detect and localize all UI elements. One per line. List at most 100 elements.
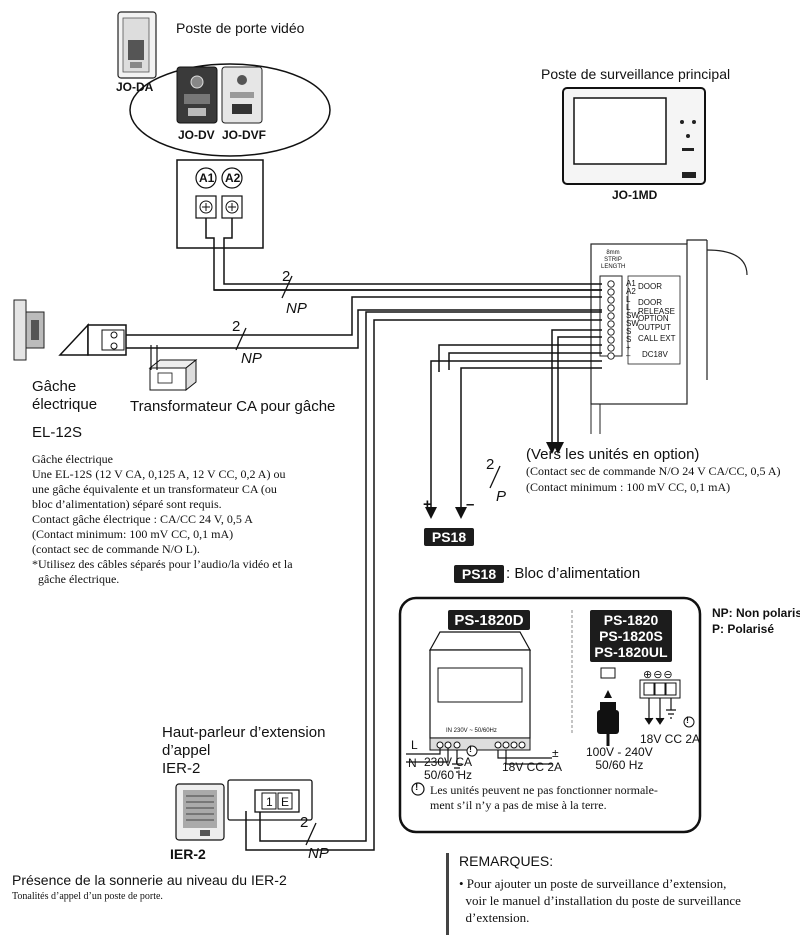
model-jo-dvf: JO-DVF bbox=[222, 128, 267, 142]
jo-da-device bbox=[117, 11, 157, 79]
speaker-title-3: IER-2 bbox=[162, 760, 201, 777]
ps-1820-ac: 100V - 240V 50/60 Hz bbox=[586, 745, 653, 772]
ringtone-title: Présence de la sonnerie au niveau du IER… bbox=[12, 872, 287, 888]
strike-note-line: gâche électrique. bbox=[32, 572, 120, 586]
model-jo-dv: JO-DV bbox=[178, 128, 215, 142]
term-row: SW bbox=[626, 319, 639, 328]
ringtone-subtitle: Tonalités d’appel d’un poste de porte. bbox=[12, 891, 163, 902]
strike-note-line: une gâche équivalente et un transformate… bbox=[32, 482, 277, 496]
strike-note-line: bloc d’alimentation) séparé sont requis. bbox=[32, 497, 222, 511]
transformer-label: Transformateur CA pour gâche bbox=[130, 398, 336, 415]
ps18-legend-badge: PS18 bbox=[454, 565, 504, 583]
term-row: SW bbox=[626, 311, 639, 320]
terminal-block-a1-a2 bbox=[176, 159, 264, 249]
ps-1820-titles: PS-1820 PS-1820S PS-1820UL bbox=[590, 610, 672, 662]
terminal-screw bbox=[607, 280, 615, 288]
ps-1820-title: PS-1820 bbox=[603, 612, 659, 628]
speaker-model: IER-2 bbox=[170, 846, 206, 862]
term-row: A2 bbox=[626, 287, 636, 296]
ground-note: Les unités peuvent ne pas fonctionner no… bbox=[430, 783, 658, 812]
warning-symbol-2: ! bbox=[469, 744, 472, 754]
monitor-model: JO-1MD bbox=[612, 188, 658, 202]
ier2-terminal-box bbox=[227, 779, 313, 821]
jo-1md-monitor bbox=[562, 87, 706, 185]
speaker-terminal-1: 1 bbox=[266, 795, 273, 809]
option-line1: (Contact sec de commande N/O 24 V CA/CC,… bbox=[526, 464, 781, 478]
model-jo-da: JO-DA bbox=[116, 80, 154, 94]
ier2-device bbox=[175, 783, 225, 841]
wire-count-option: 2 bbox=[486, 456, 495, 473]
ac-transformer bbox=[148, 358, 198, 392]
ps-1820-dc: 18V CC 2A bbox=[640, 732, 701, 746]
wire-type-strike: NP bbox=[241, 350, 262, 367]
terminal-screw bbox=[607, 352, 615, 360]
strike-note-line: Une EL-12S (12 V CA, 0,125 A, 12 V CC, 0… bbox=[32, 467, 286, 481]
ps-1820d-unit bbox=[428, 631, 532, 751]
term-row: – bbox=[626, 351, 631, 360]
strike-note-line: Contact gâche électrique : CA/CC 24 V, 0… bbox=[32, 512, 253, 526]
wire-count-strike: 2 bbox=[232, 318, 241, 335]
strike-note-line: (Contact minimum: 100 mV CC, 0,1 mA) bbox=[32, 527, 234, 541]
wire-ps18-minus bbox=[455, 367, 602, 519]
wire-strike-1 bbox=[126, 296, 602, 336]
speaker-title-2: d’appel bbox=[162, 742, 211, 759]
option-line2: (Contact minimum : 100 mV CC, 0,1 mA) bbox=[526, 480, 731, 494]
wire-ier2-2 bbox=[245, 319, 602, 851]
terminal-label-a1: A1 bbox=[199, 171, 215, 185]
ps18-minus: – bbox=[466, 496, 475, 513]
ps18-plus: + bbox=[423, 496, 432, 513]
terminal-screw bbox=[607, 312, 615, 320]
ps-1820s-title: PS-1820S bbox=[599, 628, 663, 644]
strike-label-1: Gâche bbox=[32, 378, 77, 395]
fn-dc18v: DC18V bbox=[642, 350, 668, 359]
remarks-title: REMARQUES: bbox=[459, 853, 554, 869]
option-title: (Vers les unités en option) bbox=[526, 446, 700, 463]
warning-symbol-3: ! bbox=[686, 715, 689, 725]
terminal-screw bbox=[607, 304, 615, 312]
monitor-terminal-screws bbox=[607, 280, 615, 360]
term-row: A1 bbox=[626, 279, 636, 288]
terminal-screw bbox=[607, 344, 615, 352]
wire-door-inner bbox=[223, 218, 602, 285]
fn-option-output: OPTION OUTPUT bbox=[638, 314, 671, 332]
wire-door-outer bbox=[205, 218, 602, 291]
jo-dvf-device bbox=[221, 66, 263, 124]
terminal-label-a2: A2 bbox=[225, 171, 241, 185]
wire-ps18-plus bbox=[425, 360, 602, 519]
strike-label-2: électrique bbox=[32, 396, 98, 413]
legend-p: P: Polarisé bbox=[712, 622, 775, 636]
fn-door-release: DOOR RELEASE bbox=[638, 298, 675, 316]
door-station-title: Poste de porte vidéo bbox=[176, 20, 305, 36]
ps-1820d-input-label: IN 230V ~ 50/60Hz bbox=[446, 728, 497, 734]
monitor-title: Poste de surveillance principal bbox=[541, 66, 731, 82]
warning-symbol: ! bbox=[415, 782, 419, 793]
strip-length-label: 8mm STRIP LENGTH bbox=[601, 250, 626, 270]
ps-1820d-l: L bbox=[411, 738, 418, 752]
wire-type-option: P bbox=[496, 488, 507, 505]
ps18-badge: PS18 bbox=[424, 528, 474, 546]
wire-type-door: NP bbox=[286, 300, 307, 317]
terminal-screw bbox=[607, 320, 615, 328]
jo-dv-device bbox=[176, 66, 218, 124]
speaker-terminal-e: E bbox=[281, 795, 290, 809]
terminal-screw bbox=[607, 296, 615, 304]
ps-1820d-ac: 230V CA 50/60 Hz bbox=[424, 755, 473, 782]
wire-strike-2 bbox=[126, 309, 602, 349]
fn-door: DOOR bbox=[638, 282, 662, 291]
monitor-terminal-rows: A1 A2 L L SW SW S S + – bbox=[626, 280, 639, 360]
ps-1820-terminals bbox=[639, 679, 681, 725]
ps-1820d-n: N bbox=[408, 756, 417, 770]
door-station-group-outline bbox=[129, 63, 331, 157]
wire-count-door: 2 bbox=[282, 268, 291, 285]
legend-np: NP: Non polarisé bbox=[712, 606, 800, 620]
fn-call-ext: CALL EXT bbox=[638, 334, 676, 343]
term-row: S bbox=[626, 327, 632, 336]
term-row: S bbox=[626, 335, 632, 344]
wire-option-1 bbox=[546, 329, 602, 454]
ps-1820-adapter bbox=[597, 667, 619, 746]
wire-count-ier2: 2 bbox=[300, 814, 309, 831]
ps-1820d-pm: ± bbox=[552, 746, 559, 760]
electric-strike-device bbox=[13, 299, 45, 361]
terminal-screw bbox=[607, 328, 615, 336]
remarks-block: REMARQUES: • Pour ajouter un poste de su… bbox=[446, 853, 799, 935]
